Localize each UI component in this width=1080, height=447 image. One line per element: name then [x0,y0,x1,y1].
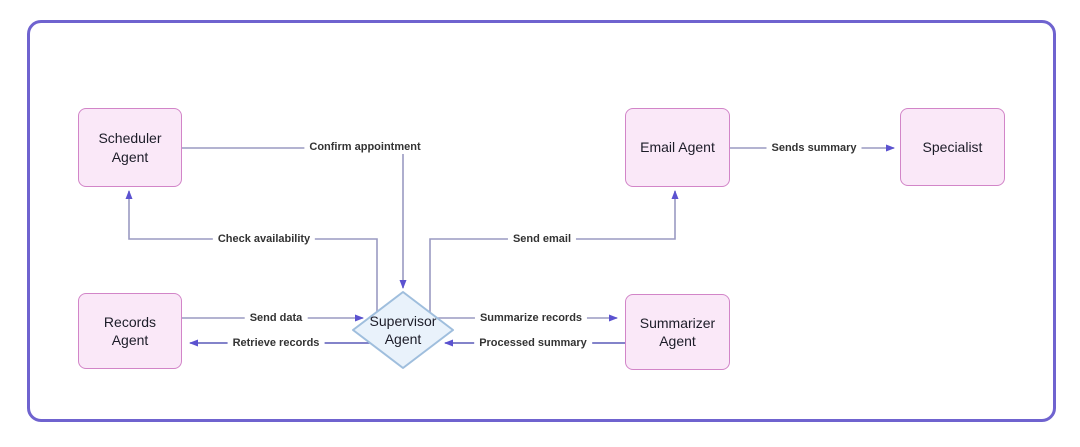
node-scheduler-agent: Scheduler Agent [78,108,182,187]
supervisor-diamond-shape [352,291,454,369]
edge-label-summarize-records: Summarize records [474,311,588,325]
node-scheduler-agent-label: Scheduler Agent [98,130,162,165]
node-specialist-label: Specialist [922,138,983,155]
node-supervisor-agent: Supervisor Agent [358,297,448,363]
edge-label-sends-summary: Sends summary [766,141,862,155]
node-records-agent-label: Records Agent [103,313,157,348]
node-supervisor-agent-label: Supervisor Agent [369,312,437,347]
diagram-outer-frame [27,20,1056,422]
node-summarizer-agent-label: Summarizer Agent [639,314,716,349]
edge-label-send-email: Send email [507,232,577,246]
edge-label-confirm-appointment: Confirm appointment [304,140,426,154]
node-specialist: Specialist [900,108,1005,186]
node-email-agent-label: Email Agent [640,139,715,156]
node-summarizer-agent: Summarizer Agent [625,294,730,370]
edge-label-processed-summary: Processed summary [474,336,592,350]
node-email-agent: Email Agent [625,108,730,187]
edge-label-retrieve-records: Retrieve records [227,336,325,350]
edge-label-send-data: Send data [244,311,308,325]
edge-confirm-appointment [182,147,407,289]
node-records-agent: Records Agent [78,293,182,369]
edge-label-check-availability: Check availability [212,232,316,246]
